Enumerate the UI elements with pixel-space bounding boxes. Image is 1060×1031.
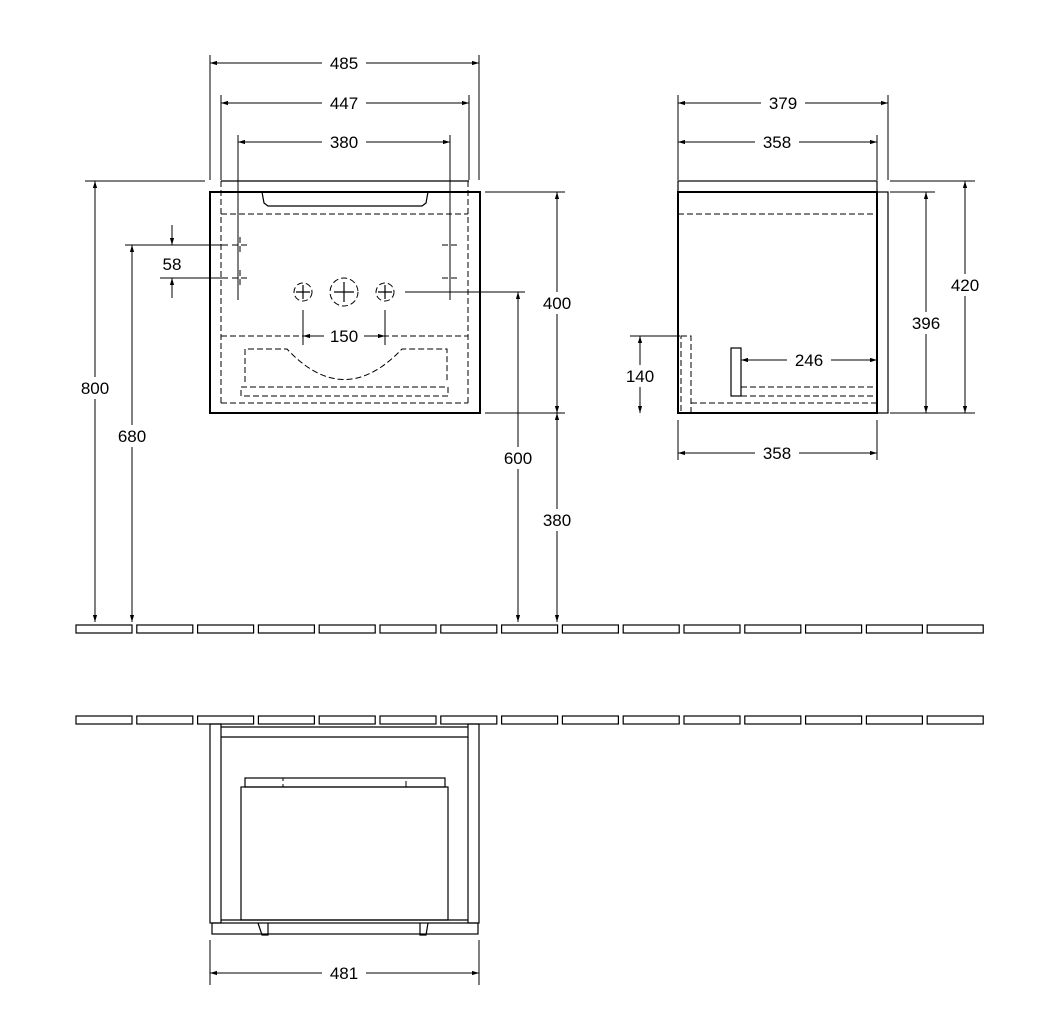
dim-58: 58 [163, 255, 182, 274]
dim-400: 400 [543, 294, 571, 313]
floor-tiles [75, 624, 984, 725]
dim-379: 379 [769, 94, 797, 113]
tile [197, 624, 255, 634]
dim-358-bottom: 358 [763, 444, 791, 463]
dim-246: 246 [795, 351, 823, 370]
dim-481: 481 [330, 964, 358, 983]
drawer-handle-top [282, 777, 407, 788]
tile [804, 715, 863, 725]
tile [501, 624, 559, 634]
drawer-handle [261, 191, 429, 207]
tile [136, 715, 194, 725]
tile [744, 715, 802, 725]
drawer-box [240, 786, 449, 921]
tile [865, 715, 924, 725]
mounting-points [232, 237, 458, 286]
tile [683, 715, 741, 725]
tile [257, 624, 315, 634]
tile [75, 624, 133, 634]
tile [804, 624, 863, 634]
cabinet-front-outline [209, 191, 481, 414]
dim-396: 396 [912, 314, 940, 333]
dim-380-top: 380 [330, 133, 358, 152]
tile [926, 624, 984, 634]
tile [440, 715, 498, 725]
tile [318, 624, 376, 634]
side-view: 379 358 420 396 140 246 358 [620, 92, 985, 463]
tile [622, 624, 680, 634]
tile [257, 715, 315, 725]
tile [379, 624, 437, 634]
dim-485: 485 [330, 54, 358, 73]
tile [926, 715, 984, 725]
dim-600: 600 [504, 449, 532, 468]
dim-447: 447 [330, 94, 358, 113]
tile [440, 624, 498, 634]
dim-380-floor: 380 [543, 511, 571, 530]
dim-140: 140 [626, 367, 654, 386]
tile [379, 715, 437, 725]
tile [197, 715, 255, 725]
cabinet-side-outline [677, 191, 878, 414]
tile [683, 624, 741, 634]
dim-800: 800 [81, 379, 109, 398]
tile [561, 715, 620, 725]
dim-420: 420 [951, 276, 979, 295]
tile [501, 715, 559, 725]
tile [136, 624, 194, 634]
tile [744, 624, 802, 634]
tap-holes [293, 277, 395, 307]
tile [75, 715, 133, 725]
top-view: 481 [209, 723, 480, 985]
tile [318, 715, 376, 725]
front-view: 485 447 380 58 800 680 600 400 380 150 [75, 52, 577, 622]
dim-358-top: 358 [763, 133, 791, 152]
tile [865, 624, 924, 634]
dim-150: 150 [330, 327, 358, 346]
tile [561, 624, 620, 634]
tile [622, 715, 680, 725]
door-panel [876, 191, 889, 414]
dim-680: 680 [118, 427, 146, 446]
